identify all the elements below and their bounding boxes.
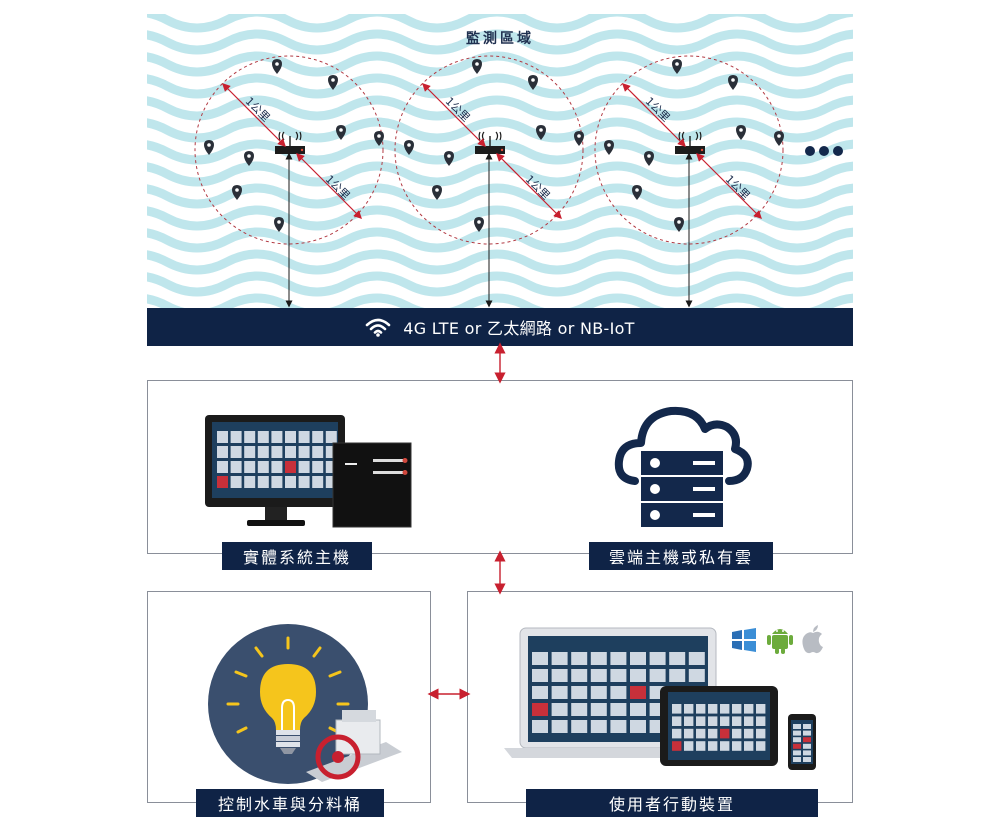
desktop-computer-icon <box>205 415 412 528</box>
location-pin-icon <box>272 59 282 74</box>
devices-icon <box>504 627 816 770</box>
location-pin-icon <box>774 131 784 146</box>
wifi-icon <box>365 317 391 337</box>
network-bar: 4G LTE or 乙太網路 or NB-IoT <box>147 308 853 346</box>
radius-arrow <box>222 83 286 147</box>
location-pin-icon <box>444 151 454 166</box>
location-pin-icon <box>374 131 384 146</box>
location-pin-icon <box>604 140 614 155</box>
location-pin-icon <box>574 131 584 146</box>
location-pin-icon <box>336 125 346 140</box>
radius-arrow <box>422 83 486 147</box>
location-pin-icon <box>244 151 254 166</box>
location-pin-icon <box>672 59 682 74</box>
mobile-box <box>467 591 853 803</box>
cloud-server-icon <box>614 406 752 527</box>
location-pin-icon <box>232 185 242 200</box>
control-box <box>147 591 431 803</box>
zone-title: 監測區域 <box>466 31 534 47</box>
android-icon <box>767 629 793 654</box>
location-pin-icon <box>432 185 442 200</box>
host-box <box>147 380 853 554</box>
location-pin-icon <box>536 125 546 140</box>
location-pin-icon <box>728 75 738 90</box>
bulb-waterwheel-icon <box>208 624 402 784</box>
location-pin-icon <box>632 185 642 200</box>
location-pin-icon <box>404 140 414 155</box>
radius-arrow <box>622 83 686 147</box>
location-pin-icon <box>674 217 684 232</box>
radius-arrow <box>696 153 762 219</box>
location-pin-icon <box>736 125 746 140</box>
apple-icon <box>802 625 823 654</box>
location-pin-icon <box>328 75 338 90</box>
windows-icon <box>732 628 756 652</box>
location-pin-icon <box>274 217 284 232</box>
location-pin-icon <box>472 59 482 74</box>
location-pin-icon <box>474 217 484 232</box>
location-pin-icon <box>528 75 538 90</box>
radius-arrow <box>496 153 562 219</box>
mobile-label: 使用者行動裝置 <box>526 789 818 817</box>
radius-arrow <box>296 153 362 219</box>
control-label: 控制水車與分料桶 <box>196 789 384 817</box>
physical-host-label: 實體系統主機 <box>222 542 372 570</box>
location-pin-icon <box>644 151 654 166</box>
cloud-host-label: 雲端主機或私有雲 <box>589 542 773 570</box>
network-label: 4G LTE or 乙太網路 or NB-IoT <box>403 319 635 338</box>
location-pin-icon <box>204 140 214 155</box>
more-zones-ellipsis <box>805 146 843 156</box>
